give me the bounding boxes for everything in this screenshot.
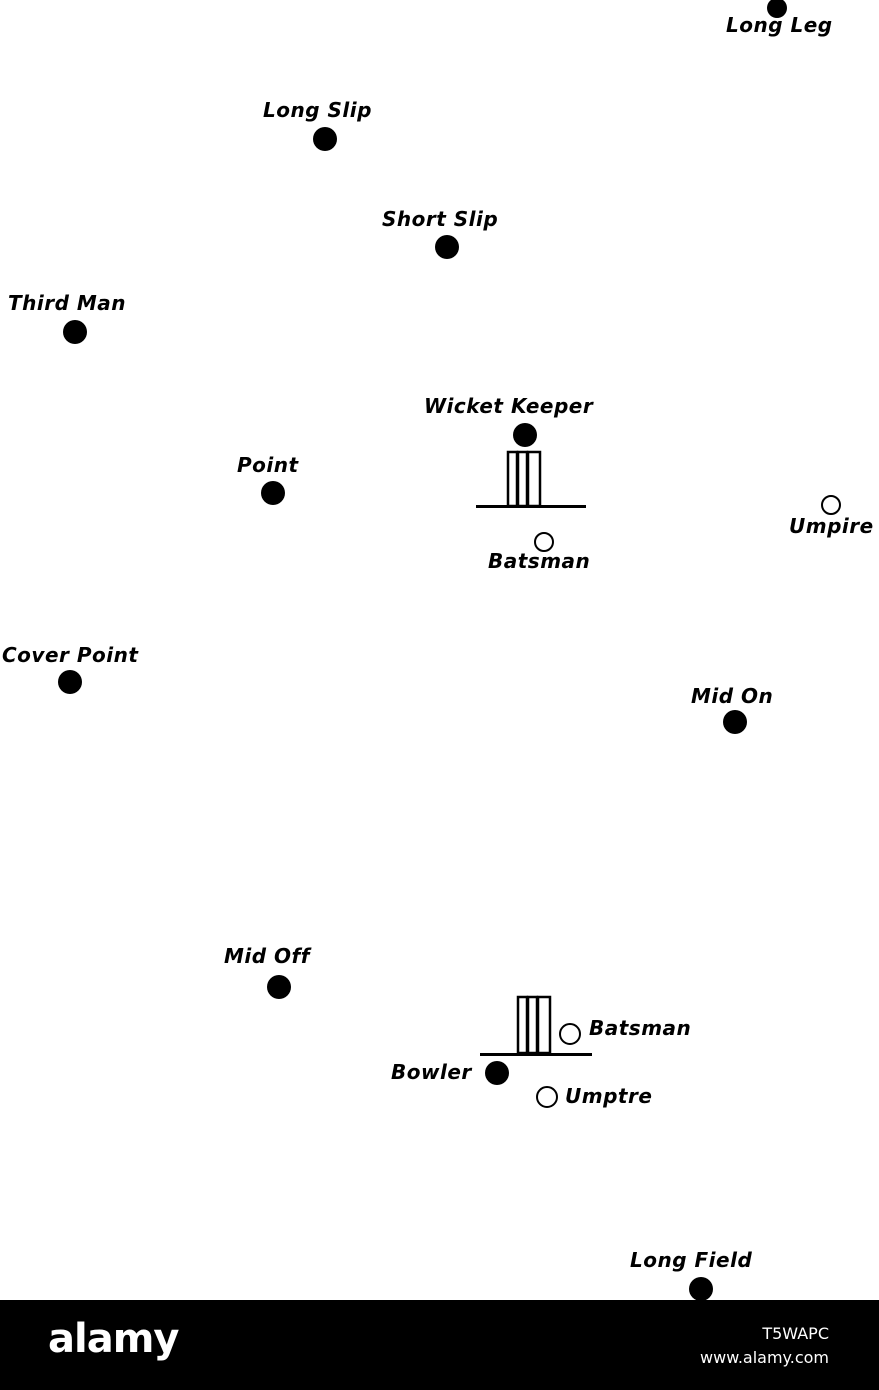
mid-off-marker	[267, 975, 291, 999]
long-field-label: Long Field	[630, 1248, 753, 1272]
long-slip-label: Long Slip	[263, 98, 372, 122]
cover-point-label: Cover Point	[2, 643, 139, 667]
umpire-bottom-label: Umptre	[565, 1084, 653, 1108]
wicket-keeper-marker	[513, 423, 537, 447]
umpire-top-label: Umpire	[789, 514, 874, 538]
umpire-bottom-marker	[536, 1086, 558, 1108]
long-slip-marker	[313, 127, 337, 151]
alamy-logo: alamy	[48, 1316, 179, 1362]
short-slip-marker	[435, 235, 459, 259]
top-wicket-stumps	[506, 450, 542, 508]
batsman-top-label: Batsman	[488, 549, 591, 573]
image-id: T5WAPC	[762, 1324, 829, 1343]
long-leg-label: Long Leg	[726, 13, 833, 37]
short-slip-label: Short Slip	[382, 207, 499, 231]
point-label: Point	[237, 453, 299, 477]
cover-point-marker	[58, 670, 82, 694]
bowler-marker	[485, 1061, 509, 1085]
bottom-wicket-stumps	[516, 995, 552, 1055]
mid-off-label: Mid Off	[224, 944, 310, 968]
mid-on-marker	[723, 710, 747, 734]
watermark-bar	[0, 1300, 879, 1390]
long-field-marker	[689, 1277, 713, 1300]
batsman-bottom-label: Batsman	[589, 1016, 692, 1040]
long-leg-marker	[767, 0, 787, 18]
umpire-top-marker	[821, 495, 841, 515]
batsman-top-marker	[534, 532, 554, 552]
fielding-diagram: Long Leg Long Slip Short Slip Third Man …	[2, 0, 874, 1300]
third-man-label: Third Man	[8, 291, 127, 315]
batsman-bottom-marker	[559, 1023, 581, 1045]
wicket-keeper-label: Wicket Keeper	[424, 394, 594, 418]
bowler-label: Bowler	[391, 1060, 472, 1084]
point-marker	[261, 481, 285, 505]
bottom-popping-crease	[480, 1053, 592, 1056]
top-popping-crease	[476, 505, 586, 508]
site-url: www.alamy.com	[700, 1348, 829, 1367]
third-man-marker	[63, 320, 87, 344]
mid-on-label: Mid On	[691, 684, 774, 708]
